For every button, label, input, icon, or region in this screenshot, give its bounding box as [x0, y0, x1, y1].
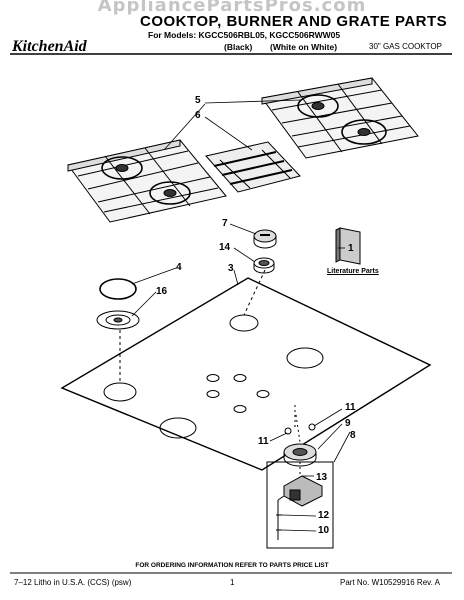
- leader-lines: [131, 99, 351, 532]
- callout-14: 14: [219, 242, 231, 253]
- callout-4: 4: [176, 262, 182, 273]
- callout-16: 16: [156, 286, 168, 297]
- callout-12: 12: [318, 510, 330, 521]
- burner-cap: [253, 229, 277, 249]
- ordering-note: FOR ORDERING INFORMATION REFER TO PARTS …: [135, 562, 329, 569]
- litho-info: 7–12 Litho in U.S.A. (CCS) (psw): [14, 578, 132, 587]
- callout-6: 6: [195, 110, 201, 121]
- callout-13: 13: [316, 472, 328, 483]
- callout-7: 7: [222, 218, 228, 229]
- callout-9: 9: [345, 418, 351, 429]
- callout-5: 5: [195, 95, 201, 106]
- burner-assembly: [266, 405, 334, 549]
- glass-seal: [99, 278, 137, 300]
- callout-10: 10: [318, 525, 330, 536]
- page-number: 1: [230, 578, 235, 587]
- callout-3: 3: [228, 263, 234, 274]
- left-grate: [67, 139, 227, 223]
- product-type: 30" GAS COOKTOP: [369, 42, 442, 51]
- burner-base-16: [96, 310, 140, 330]
- cooktop-glass: [60, 269, 432, 471]
- brand-logo: KitchenAid: [12, 38, 87, 55]
- literature-book: [335, 227, 361, 265]
- burner-ring: [253, 257, 275, 274]
- callout-8: 8: [350, 430, 356, 441]
- model-numbers: For Models: KGCC506RBL05, KGCC506RWW05: [148, 30, 341, 40]
- callout-11-top: 11: [345, 402, 356, 413]
- variant-black: (Black): [224, 42, 253, 52]
- center-grate: [205, 141, 301, 193]
- variant-white: (White on White): [270, 42, 338, 52]
- part-number: Part No. W10529916 Rev. A: [340, 578, 440, 587]
- callout-11-left: 11: [258, 436, 269, 447]
- page-title: COOKTOP, BURNER AND GRATE PARTS: [140, 13, 448, 30]
- watermark: AppliancePartsPros.com: [97, 0, 367, 16]
- literature-parts-label: Literature Parts: [327, 268, 379, 275]
- callout-1: 1: [348, 243, 354, 254]
- right-grate: [261, 77, 419, 159]
